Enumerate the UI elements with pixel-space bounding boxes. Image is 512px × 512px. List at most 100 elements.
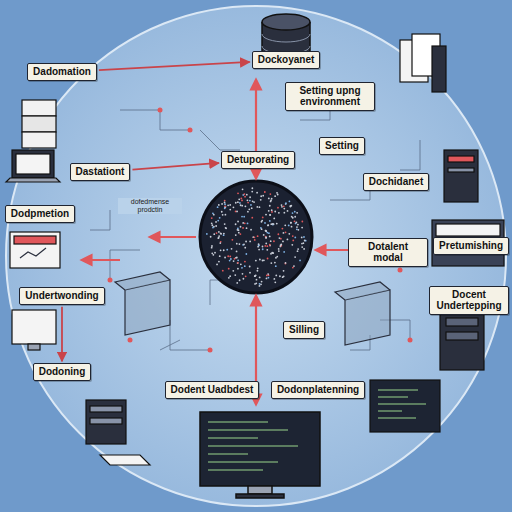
data-point — [290, 222, 292, 224]
data-point — [249, 266, 251, 268]
data-point — [220, 233, 222, 235]
data-point — [238, 232, 240, 234]
data-point — [261, 281, 263, 283]
data-point — [252, 200, 254, 202]
label-box: Dodent Uadbdest — [165, 381, 260, 399]
server-icon — [86, 400, 150, 465]
data-point — [279, 275, 281, 277]
data-point — [259, 283, 261, 285]
data-point — [226, 249, 228, 251]
data-point — [290, 205, 292, 207]
data-point — [238, 198, 240, 200]
data-point — [229, 256, 231, 258]
data-point — [225, 227, 227, 229]
data-point — [291, 226, 293, 228]
node-dots — [108, 103, 413, 353]
data-point — [237, 229, 239, 231]
data-point — [278, 212, 280, 214]
data-point — [283, 232, 285, 234]
data-point — [273, 278, 275, 280]
data-point — [263, 259, 265, 261]
data-point — [234, 258, 236, 260]
data-point — [243, 193, 245, 195]
data-point — [266, 277, 268, 279]
data-point — [241, 216, 243, 218]
data-point — [213, 233, 215, 235]
data-point — [246, 227, 248, 229]
data-point — [243, 243, 245, 245]
box-label: Pretumishing — [439, 240, 503, 252]
data-point — [214, 252, 216, 254]
flow-arrows — [82, 80, 425, 404]
data-point — [288, 224, 290, 226]
data-point — [270, 240, 272, 242]
box-label: Dodpmetion — [11, 208, 69, 220]
data-point — [242, 227, 244, 229]
data-point — [271, 252, 273, 254]
data-point — [249, 200, 251, 202]
data-point — [254, 275, 256, 277]
data-point — [223, 233, 225, 235]
data-point — [248, 208, 250, 210]
data-point — [263, 234, 265, 236]
data-point — [265, 230, 267, 232]
data-point — [233, 206, 235, 208]
box-label: Undertwonding — [25, 290, 98, 302]
data-point — [272, 252, 274, 254]
data-point — [265, 230, 267, 232]
data-point — [299, 260, 301, 262]
data-point — [261, 228, 263, 230]
data-point — [283, 208, 285, 210]
label-box: Detuporating — [221, 151, 295, 169]
data-point — [269, 193, 271, 195]
data-point — [294, 216, 296, 218]
data-point — [218, 231, 220, 233]
data-point — [256, 192, 258, 194]
data-point — [219, 242, 221, 244]
label-box: Dodoning — [33, 363, 92, 381]
data-point — [211, 222, 213, 224]
label-box: Pretumishing — [433, 237, 509, 255]
box-label: Setting — [325, 140, 359, 152]
server-rack — [440, 310, 484, 370]
data-point — [240, 198, 242, 200]
data-point — [242, 188, 244, 190]
data-point — [253, 236, 255, 238]
data-point — [283, 212, 285, 214]
data-point — [216, 232, 218, 234]
data-point — [221, 211, 223, 213]
label-box: Dochidanet — [363, 173, 429, 191]
data-point — [241, 205, 243, 207]
data-point — [244, 247, 246, 249]
data-point — [237, 262, 239, 264]
data-point — [259, 206, 261, 208]
data-point — [242, 244, 244, 246]
data-point — [262, 217, 264, 219]
data-point — [270, 223, 272, 225]
box-label: Detuporating — [227, 154, 289, 166]
data-point — [294, 236, 296, 238]
data-point — [257, 235, 259, 237]
data-point — [297, 224, 299, 226]
data-point — [223, 249, 225, 251]
data-point — [257, 246, 259, 248]
data-point — [251, 217, 253, 219]
data-point — [272, 223, 274, 225]
data-point — [220, 249, 222, 251]
data-point — [224, 202, 226, 204]
data-point — [296, 212, 298, 214]
data-point — [237, 221, 239, 223]
data-point — [251, 207, 253, 209]
flow-connector — [132, 163, 218, 170]
label-box: Dotalent modal — [348, 238, 428, 267]
data-point — [244, 205, 246, 207]
data-point — [218, 204, 220, 206]
data-point — [254, 239, 256, 241]
data-point — [280, 243, 282, 245]
data-point — [280, 244, 282, 246]
data-point — [212, 227, 214, 229]
data-point — [283, 270, 285, 272]
data-point — [250, 229, 252, 231]
data-point — [265, 243, 267, 245]
data-point — [281, 204, 283, 206]
